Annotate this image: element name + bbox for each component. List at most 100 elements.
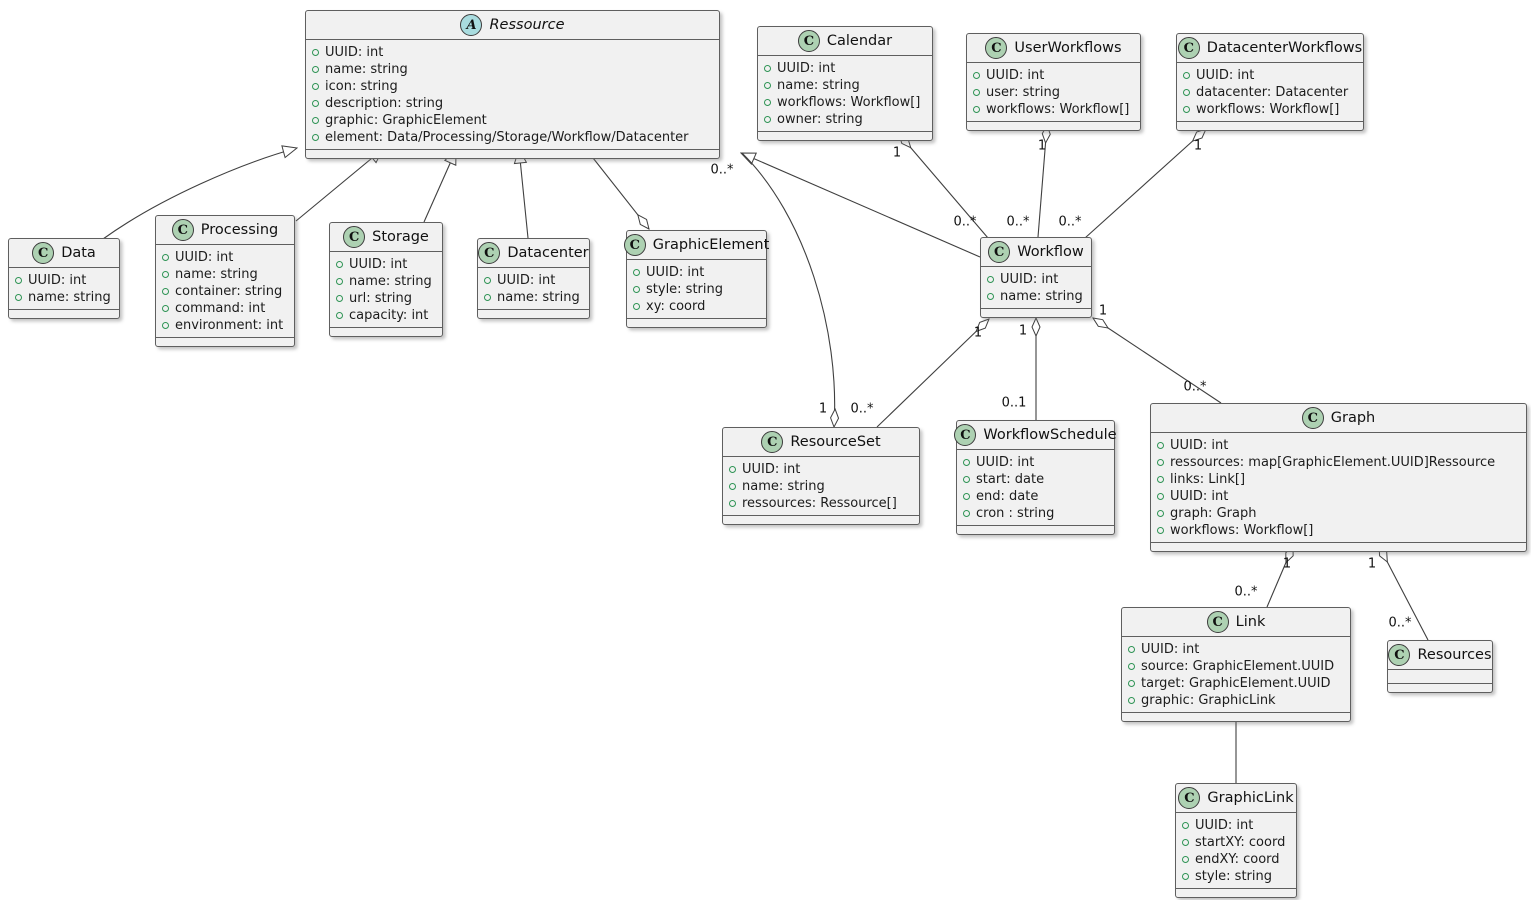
class-name: Processing <box>200 222 279 238</box>
class-attribute: name: string <box>729 478 913 495</box>
attribute-text: xy: coord <box>646 299 706 314</box>
attribute-text: url: string <box>349 291 413 306</box>
class-attribute: container: string <box>162 283 288 300</box>
field-visibility-icon <box>312 83 319 90</box>
class-icon: C <box>343 226 366 248</box>
class-icon: C <box>1178 787 1201 809</box>
class-attribute: name: string <box>15 289 113 306</box>
class-attribute: UUID: int <box>987 271 1085 288</box>
attribute-text: UUID: int <box>986 68 1045 83</box>
attribute-text: user: string <box>986 85 1060 100</box>
attribute-text: UUID: int <box>1170 489 1229 504</box>
class-attribute: style: string <box>633 281 760 298</box>
class-attribute: name: string <box>484 289 583 306</box>
attribute-text: target: GraphicElement.UUID <box>1141 676 1331 691</box>
relationship-graph-aggregates-resources <box>1379 546 1429 641</box>
class-header-userworkflows: C UserWorkflows <box>967 34 1140 63</box>
attribute-text: name: string <box>325 62 408 77</box>
field-visibility-icon <box>1183 72 1190 79</box>
class-name: Resources <box>1417 647 1492 663</box>
class-methods-empty <box>306 149 719 158</box>
field-visibility-icon <box>1128 663 1135 670</box>
class-icon: C <box>1301 407 1324 429</box>
attribute-text: environment: int <box>175 318 284 333</box>
field-visibility-icon <box>963 476 970 483</box>
field-visibility-icon <box>1183 106 1190 113</box>
field-visibility-icon <box>1157 459 1164 466</box>
attribute-text: UUID: int <box>976 455 1035 470</box>
attribute-text: UUID: int <box>1195 818 1254 833</box>
class-name: UserWorkflows <box>1014 40 1122 56</box>
class-attributes <box>1388 670 1492 683</box>
multiplicity-label: 0..1 <box>1001 395 1027 411</box>
class-methods-empty <box>1388 683 1492 692</box>
class-attribute: name: string <box>336 273 436 290</box>
attribute-text: UUID: int <box>349 257 408 272</box>
class-name: Calendar <box>826 33 893 49</box>
attribute-text: workflows: Workflow[] <box>986 102 1130 117</box>
class-icon: C <box>797 30 820 52</box>
class-attribute: UUID: int <box>963 454 1108 471</box>
multiplicity-label: 1 <box>1037 138 1047 154</box>
class-attribute: workflows: Workflow[] <box>764 94 926 111</box>
class-attribute: UUID: int <box>973 67 1134 84</box>
field-visibility-icon <box>973 106 980 113</box>
field-visibility-icon <box>162 322 169 329</box>
class-icon: C <box>985 37 1008 59</box>
multiplicity-label: 0..* <box>1234 584 1258 600</box>
class-attribute: endXY: coord <box>1182 851 1290 868</box>
field-visibility-icon <box>729 483 736 490</box>
class-attribute: capacity: int <box>336 307 436 324</box>
attribute-text: UUID: int <box>497 273 556 288</box>
field-visibility-icon <box>336 312 343 319</box>
relationship-datacenter-extends-ressource <box>519 149 529 239</box>
relationship-workflow-aggregates-graph <box>1093 318 1222 404</box>
field-visibility-icon <box>1182 873 1189 880</box>
class-attribute: url: string <box>336 290 436 307</box>
relationship-calendar-aggregates-workflow <box>899 134 989 239</box>
field-visibility-icon <box>973 72 980 79</box>
field-visibility-icon <box>1128 646 1135 653</box>
class-attribute: xy: coord <box>633 298 760 315</box>
attribute-text: UUID: int <box>325 45 384 60</box>
class-methods-empty <box>1151 542 1526 551</box>
relationship-resourceset-aggregates-ressource <box>741 152 835 427</box>
class-icon: C <box>988 241 1011 263</box>
multiplicity-label: 1 <box>1193 138 1203 154</box>
field-visibility-icon <box>1182 822 1189 829</box>
class-icon: C <box>1206 611 1229 633</box>
field-visibility-icon <box>729 500 736 507</box>
field-visibility-icon <box>15 294 22 301</box>
class-methods-empty <box>967 121 1140 130</box>
relationship-workflow-extends-ressource <box>741 153 981 258</box>
class-attribute: name: string <box>162 266 288 283</box>
class-attribute: start: date <box>963 471 1108 488</box>
attribute-text: links: Link[] <box>1170 472 1246 487</box>
field-visibility-icon <box>987 293 994 300</box>
